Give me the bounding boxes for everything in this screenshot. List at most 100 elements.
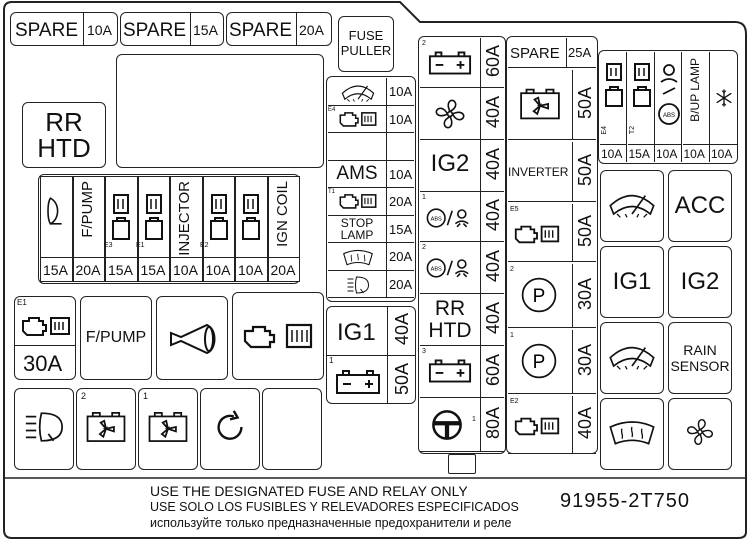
fuse-slot[interactable]: 20A <box>328 243 414 271</box>
ac-icon <box>714 88 734 113</box>
relay-slot[interactable]: RAIN SENSOR <box>668 322 732 394</box>
engine-relay[interactable] <box>232 292 324 380</box>
rr-htd-line2: HTD <box>37 133 91 163</box>
fuse-label: IG2 <box>430 150 470 177</box>
ig1-fuse-block[interactable]: IG1 40A 1 50A <box>326 306 416 404</box>
rr-htd-relay[interactable]: RR HTD <box>22 102 106 168</box>
amp-label: 15A <box>140 262 166 278</box>
fuse-slot[interactable]: 10A <box>202 176 235 282</box>
wiper-icon <box>340 81 376 108</box>
amp-label: 40A <box>483 96 503 129</box>
relay-slot[interactable] <box>600 170 664 242</box>
spare-fuse-20a[interactable]: SPARE 20A <box>226 12 332 46</box>
relay-slot[interactable] <box>200 388 260 470</box>
relay-slot[interactable] <box>668 398 732 470</box>
relay-label: RAIN SENSOR <box>670 341 730 374</box>
headlamp-icon <box>22 408 66 451</box>
f-pump-relay[interactable]: F/PUMP <box>80 296 152 380</box>
fuse-code: 1 <box>422 194 426 201</box>
fuse-slot[interactable]: 15A <box>137 176 170 282</box>
amp-label: 10A <box>87 22 112 38</box>
engine-icon <box>512 222 562 251</box>
relay-slot[interactable] <box>600 398 664 470</box>
engine-icon <box>512 414 562 443</box>
amp-label: 60A <box>483 45 503 78</box>
fuse-slot[interactable]: 15A <box>105 176 138 282</box>
spare-fuse-10a[interactable]: SPARE 10A <box>10 12 118 46</box>
fuse-slot[interactable]: 10A <box>328 78 414 106</box>
relay-slot[interactable] <box>600 322 664 394</box>
amp-label: 30A <box>575 344 595 377</box>
spare-label: SPARE <box>15 20 79 41</box>
fuse-slot[interactable]: 20A <box>328 270 414 301</box>
relay-slot[interactable]: 2 <box>76 388 136 470</box>
fuse-label: B/UP LAMP <box>687 58 702 122</box>
relay-slot[interactable] <box>262 388 322 470</box>
amp-label: 15A <box>628 147 650 161</box>
fuse-code: E1 <box>17 298 27 307</box>
headlamp-icon <box>340 274 376 301</box>
engine-icon <box>109 191 133 248</box>
relay-slot[interactable]: 1 <box>138 388 198 470</box>
amp-label: 20A <box>389 194 413 209</box>
amp-label: 60A <box>483 354 503 387</box>
e1-fuse-block[interactable]: E1 30A <box>14 296 76 380</box>
cooling-fan-icon <box>516 86 564 127</box>
relay-slot[interactable] <box>14 388 74 470</box>
spare-fuse-15a[interactable]: SPARE 15A <box>120 12 224 46</box>
fuse-label: INVERTER <box>508 165 569 179</box>
relay-slot[interactable]: ACC <box>668 170 732 242</box>
fuse-slot[interactable]: 15A <box>40 176 73 282</box>
cooling-fan-icon <box>146 408 190 451</box>
relay-label: IG2 <box>680 268 720 296</box>
fuse-slot[interactable]: 10A <box>235 176 268 282</box>
amp-label: 15A <box>43 262 68 278</box>
amp-label: 15A <box>108 262 133 278</box>
fuse-code: T2 <box>628 126 636 135</box>
horn-relay[interactable] <box>156 296 228 380</box>
small-fuse-slot[interactable]: B/UP LAMP 10A <box>682 52 710 162</box>
amp-label: 40A <box>392 313 412 346</box>
fuse-slot[interactable]: IG2 40A <box>420 140 504 192</box>
amp-label: 15A <box>193 22 218 38</box>
fuse-code: 1 <box>472 416 476 423</box>
fuse-slot[interactable] <box>328 133 414 161</box>
footer-line-2: USE SOLO LOS FUSIBLES Y RELEVADORES ESPE… <box>150 500 519 514</box>
relay-slot[interactable]: IG2 <box>668 246 732 318</box>
parking-icon: P <box>520 276 558 319</box>
horn-icon <box>44 191 68 236</box>
fuse-slot[interactable]: 50A <box>508 70 596 140</box>
amp-label: 40A <box>483 148 503 181</box>
small-fuse-slot[interactable]: 10A <box>710 52 737 162</box>
small-fuse-slot[interactable]: T2 15A <box>627 52 655 162</box>
fuse-slot[interactable]: 40A <box>420 88 504 140</box>
amp-label: 25A <box>568 45 592 60</box>
fuse-puller[interactable]: FUSE PULLER <box>338 16 394 72</box>
relay-slot[interactable]: IG1 <box>600 246 664 318</box>
fuse-code: 1 <box>329 356 334 365</box>
spare-label: SPARE <box>123 20 187 41</box>
fuse-label: IGN COIL <box>273 181 291 247</box>
amp-label: 10A <box>683 147 705 161</box>
